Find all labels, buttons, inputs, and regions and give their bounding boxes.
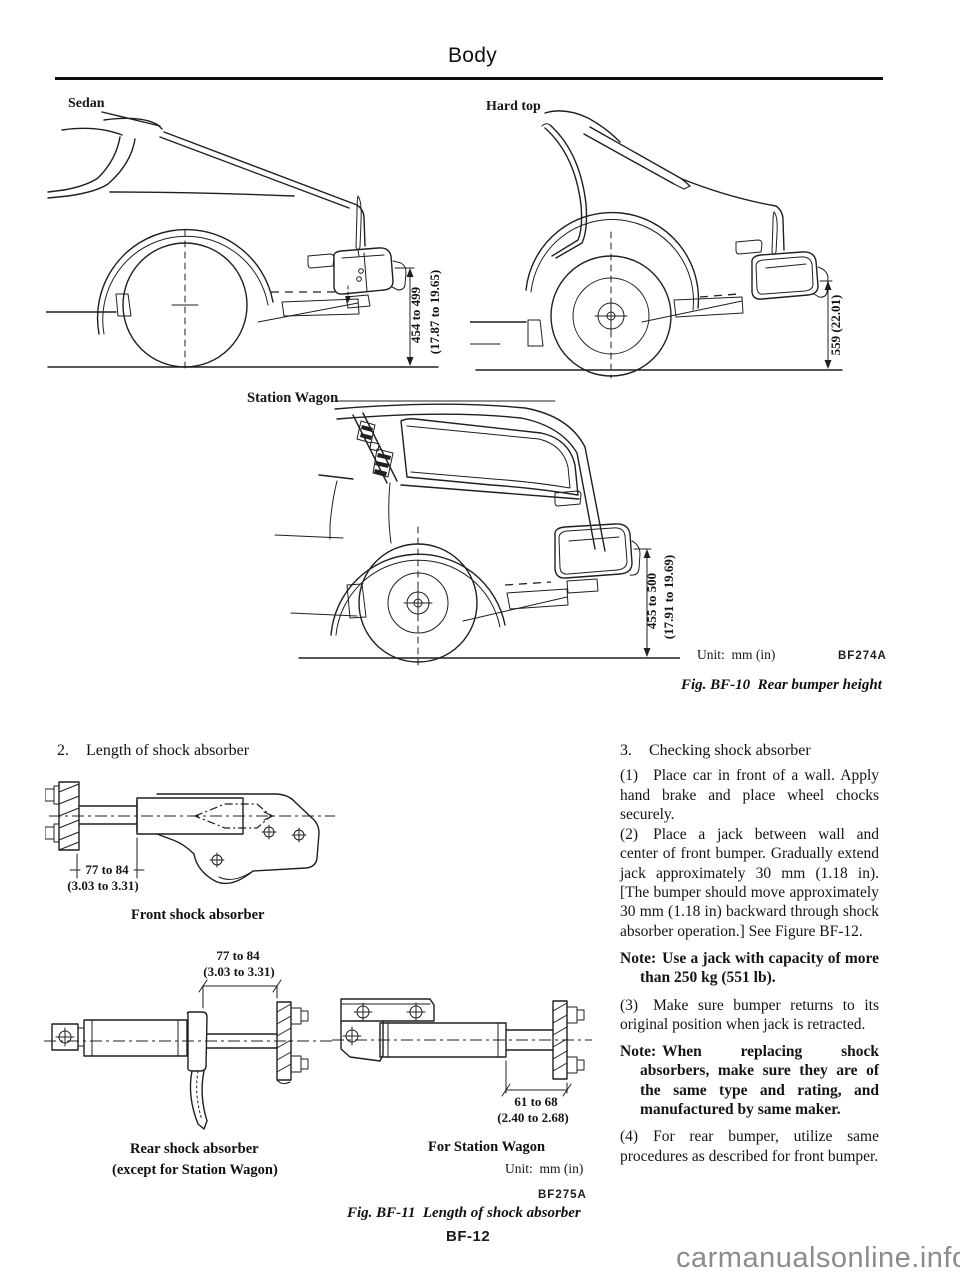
section3-number: 3.	[620, 742, 632, 759]
front-shock-bracket	[156, 793, 320, 885]
hardtop-drawing: 559 (22.01)	[470, 110, 843, 379]
section2-heading: 2. Length of shock absorber	[57, 742, 249, 760]
wagon-dimension: 455 to 500 (17.91 to 19.69)	[633, 548, 676, 657]
sedan-dim-mm: 454 to 499	[408, 286, 423, 343]
rear-shock-dimension: 77 to 84 (3.03 to 3.31)	[198, 948, 282, 1009]
title-rule	[55, 77, 883, 80]
hardtop-wheel	[550, 231, 672, 379]
sedan-label: Sedan	[68, 96, 105, 111]
sedan-dim-in: (17.87 to 19.65)	[427, 270, 442, 355]
hardtop-body-outline	[470, 110, 785, 347]
rear-shock-caption-line1: Rear shock absorber	[130, 1141, 259, 1157]
sedan-wheel	[122, 229, 248, 371]
wagon-tail-lamp	[554, 490, 582, 507]
wagon-shock-rod	[505, 1029, 554, 1051]
sedan-dimension: 454 to 499 (17.87 to 19.65)	[394, 267, 442, 366]
wagon-bumper	[554, 523, 641, 594]
fig-bf11-unit-label: Unit: mm (in)	[505, 1161, 584, 1176]
section3-step-1: (1)Place car in front of a wall. Apply h…	[620, 767, 879, 823]
front-shock-dim-in: (3.03 to 3.31)	[67, 878, 139, 893]
hardtop-dimension: 559 (22.01)	[819, 280, 843, 369]
front-shock-dim-mm: 77 to 84	[85, 862, 129, 877]
wagon-shock-dim-mm: 61 to 68	[514, 1094, 558, 1109]
sedan-bumper	[333, 247, 407, 309]
fig-bf11-code: BF275A	[538, 1189, 587, 1201]
hardtop-tail-lamp	[735, 239, 763, 255]
fig-bf10-unit-label: Unit: mm (in)	[697, 647, 776, 662]
rear-shock-dim-mm: 77 to 84	[216, 948, 260, 963]
section2-title: Length of shock absorber	[86, 742, 250, 759]
section3-step-3: (3)Make sure bumper returns to its origi…	[620, 996, 879, 1033]
section3-column: 3. Checking shock absorber (1)Place car i…	[620, 741, 879, 1167]
rear-shock-caption-line2: (except for Station Wagon)	[112, 1162, 278, 1178]
section3-title: Checking shock absorber	[649, 742, 811, 759]
page-title: Body	[448, 44, 498, 67]
rear-shock-drawing: 77 to 84 (3.03 to 3.31)	[44, 948, 336, 1130]
wagon-wheel	[358, 526, 478, 668]
page-number: BF-12	[446, 1228, 491, 1245]
section3-heading: 3. Checking shock absorber	[620, 741, 879, 760]
rear-shock-mount-plate	[276, 1001, 309, 1085]
wagon-body-outline	[274, 400, 606, 636]
wagon-dim-mm: 455 to 500	[644, 573, 659, 629]
hardtop-dim: 559 (22.01)	[828, 295, 843, 356]
sedan-body-outline	[46, 111, 366, 335]
front-shock-drawing: 77 to 84 (3.03 to 3.31)	[45, 781, 335, 893]
wagon-drawing: 455 to 500 (17.91 to 19.69)	[274, 400, 680, 668]
wagon-shock-caption: For Station Wagon	[428, 1139, 546, 1155]
wagon-shock-bracket	[340, 998, 435, 1062]
fig-bf10-caption: Fig. BF-10 Rear bumper height	[681, 677, 882, 693]
rear-shock-body	[83, 1019, 188, 1057]
rear-shock-dim-in: (3.03 to 3.31)	[203, 964, 275, 979]
section3-step-2: (2)Place a jack between wall and center …	[620, 826, 879, 940]
section2-number: 2.	[57, 742, 69, 759]
section3-note-1: Note:Use a jack with capacity of more th…	[620, 949, 879, 987]
rear-shock-rod	[206, 1033, 278, 1049]
sedan-tail-lamp	[307, 253, 335, 269]
wagon-shock-mount-plate	[552, 1000, 585, 1080]
wagon-pillar-louvers	[356, 420, 394, 478]
hardtop-bumper	[751, 251, 829, 300]
rear-shock-clamp-ring	[186, 1011, 208, 1130]
wagon-shock-drawing: 61 to 68 (2.40 to 2.68)	[332, 998, 592, 1125]
wagon-shock-dim-in: (2.40 to 2.68)	[497, 1110, 569, 1125]
section3-note-2: Note:When replacing shock absorbers, mak…	[620, 1043, 879, 1119]
wagon-shock-dimension: 61 to 68 (2.40 to 2.68)	[497, 1060, 572, 1125]
front-shock-caption: Front shock absorber	[131, 907, 265, 923]
hardtop-label: Hard top	[486, 99, 541, 114]
fig-bf10-code: BF274A	[838, 650, 887, 662]
section3-step-4: (4)For rear bumper, utilize same procedu…	[620, 1128, 879, 1165]
front-shock-dimension: 77 to 84 (3.03 to 3.31)	[67, 837, 145, 893]
watermark: carmanualsonline.info	[676, 1242, 960, 1274]
wagon-label: Station Wagon	[247, 390, 339, 406]
sedan-drawing: 454 to 499 (17.87 to 19.65)	[46, 111, 442, 371]
rear-shock-eye-mount	[51, 1023, 85, 1051]
wagon-dim-in: (17.91 to 19.69)	[661, 555, 676, 640]
fig-bf11-caption: Fig. BF-11 Length of shock absorber	[347, 1205, 581, 1221]
